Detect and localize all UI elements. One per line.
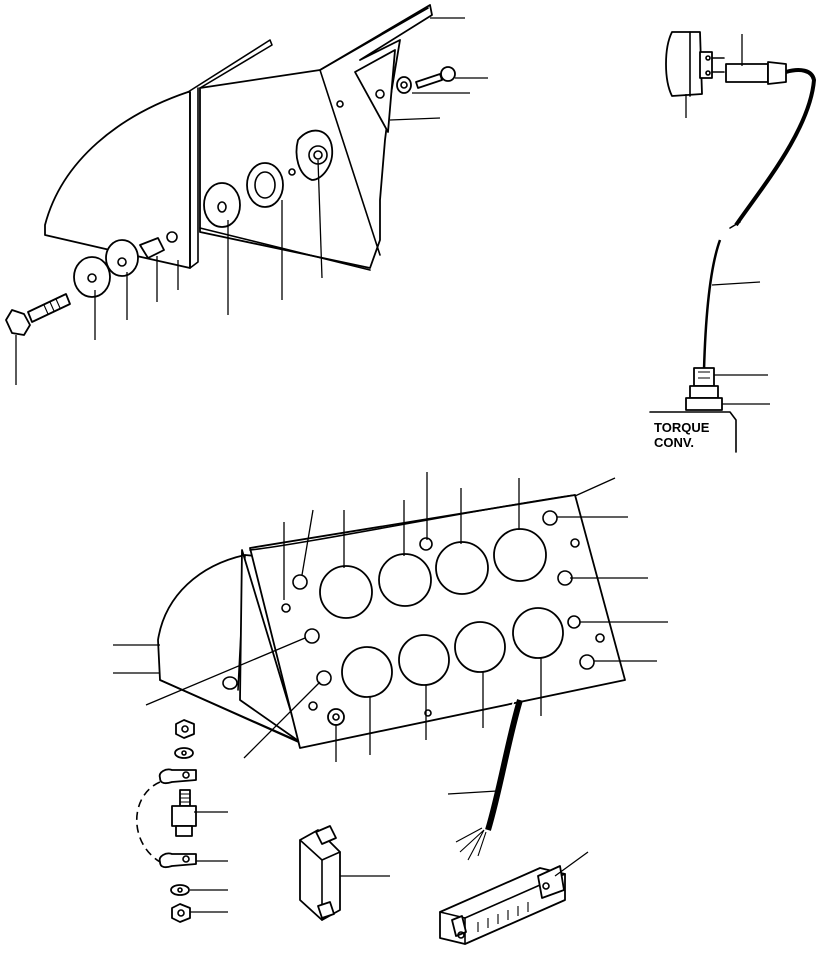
sender-leaders xyxy=(685,34,770,405)
isolator-stack xyxy=(136,719,197,923)
instrument-panel xyxy=(157,494,626,861)
terminal-strip xyxy=(439,851,589,945)
torque-sender-assembly xyxy=(649,31,817,453)
torque-conv-label-line2: CONV. xyxy=(654,435,694,450)
panel-leaders xyxy=(113,472,668,795)
relay-module xyxy=(299,825,390,921)
torque-conv-label-line1: TORQUE xyxy=(654,420,710,435)
bracket-assembly xyxy=(5,4,456,336)
bracket-leaders xyxy=(15,17,488,385)
isolator-leaders xyxy=(190,811,228,913)
